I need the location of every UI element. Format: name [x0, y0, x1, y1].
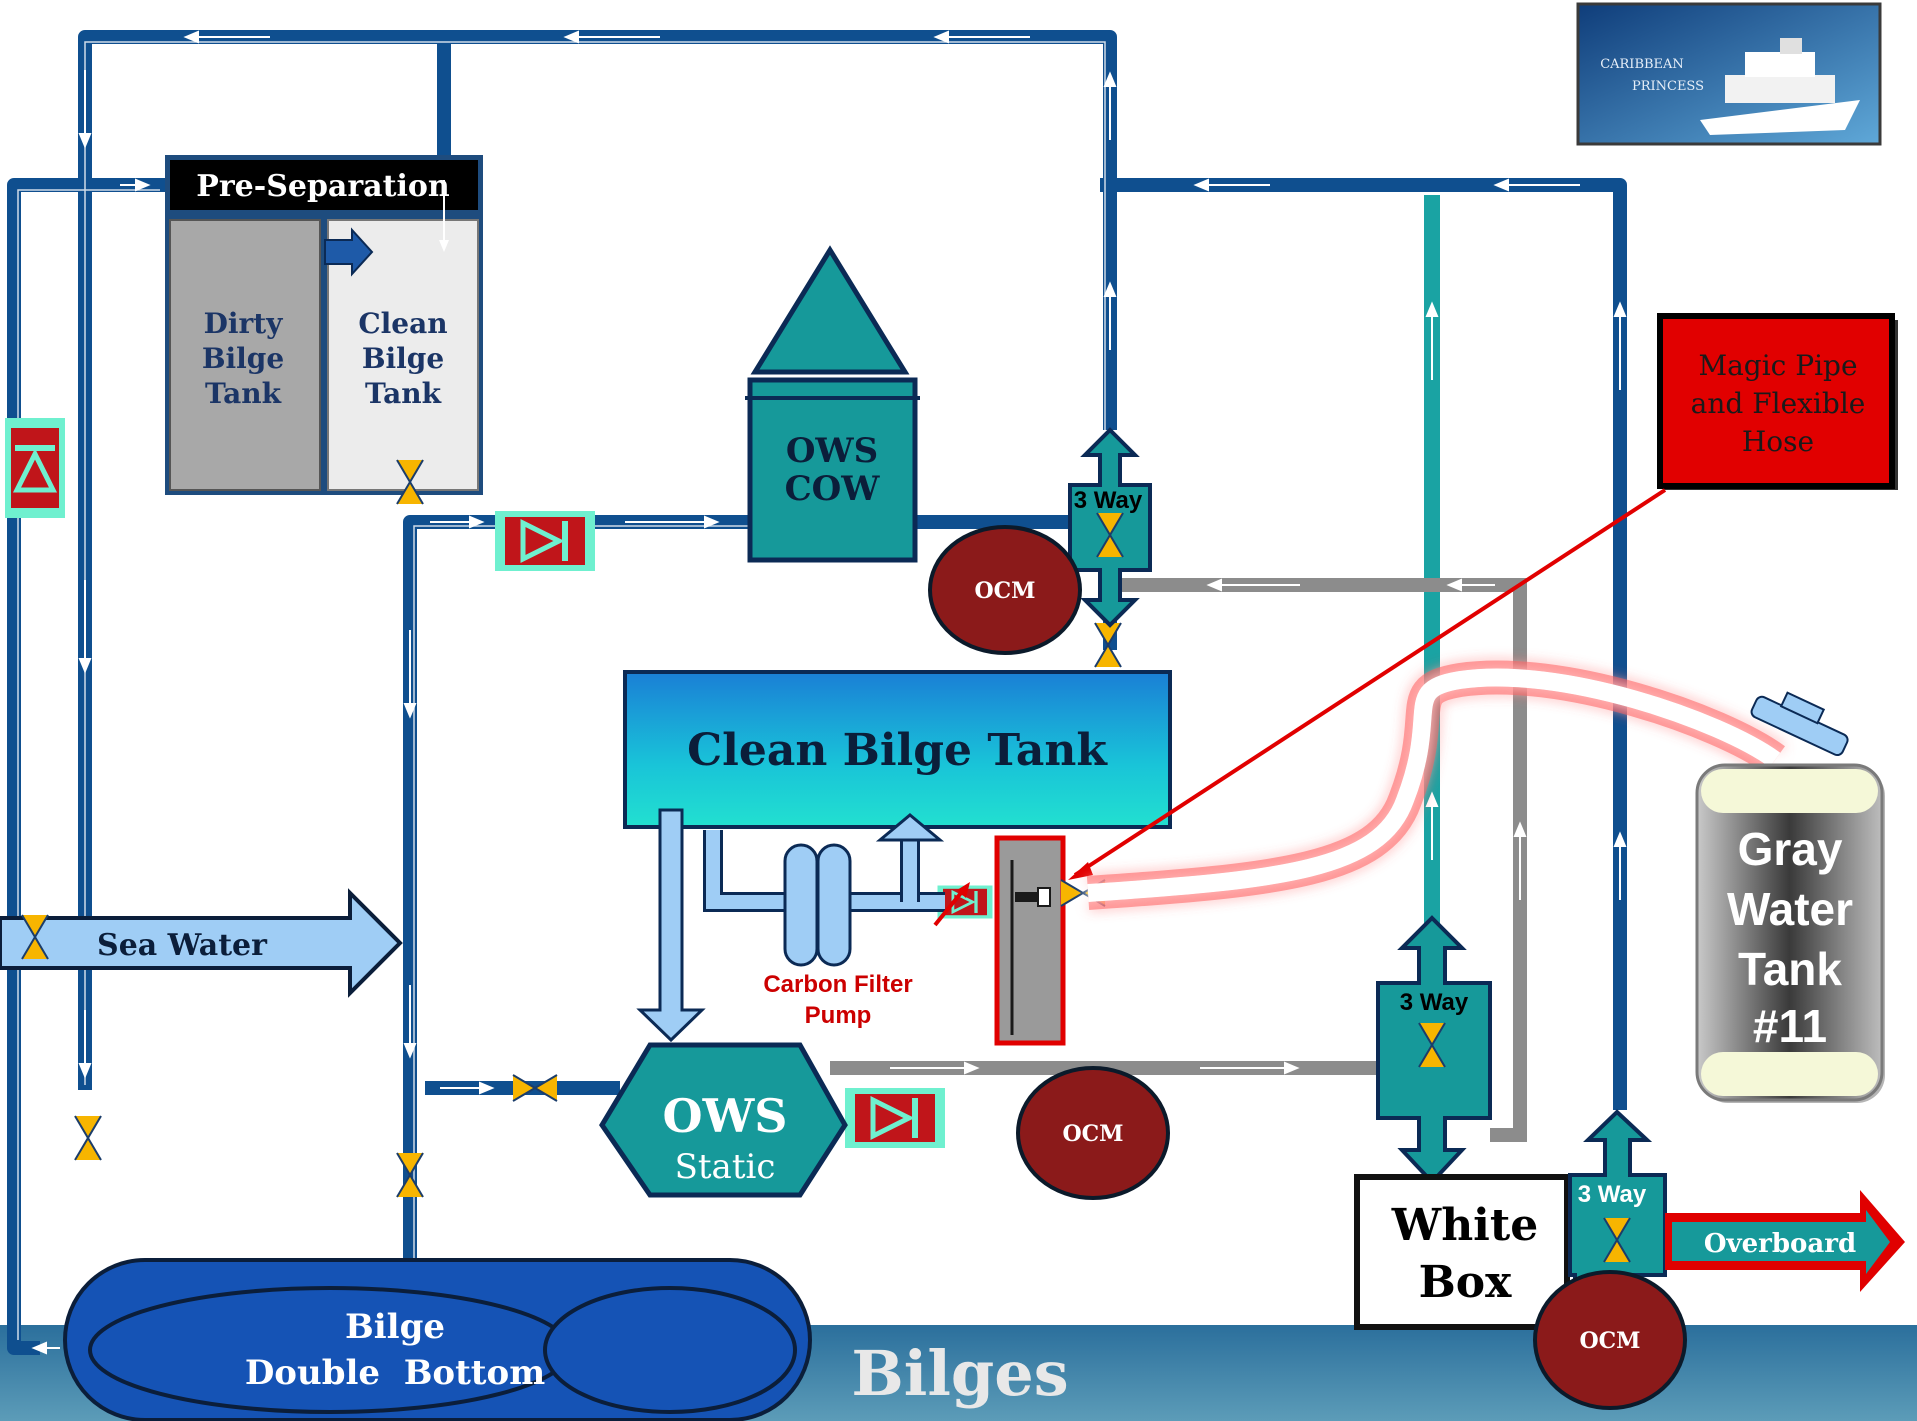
three-way-valve-right[interactable]: 3 Way: [1376, 915, 1492, 1185]
overboard-outlet: Overboard: [1665, 1190, 1905, 1292]
ship-icon: [1700, 38, 1860, 135]
bilges-label: Bilges: [851, 1337, 1068, 1410]
callout-pointer: [1073, 488, 1667, 877]
white-box: White Box: [1354, 1174, 1570, 1330]
clean-bilge-tank: Clean Bilge Tank: [623, 670, 1172, 829]
three-way-label: 3 Way: [1400, 989, 1469, 1016]
clean-bilge-tank-label: Clean Bilge Tank: [687, 725, 1108, 776]
three-way-valve-overboard[interactable]: 3 Way: [1568, 1109, 1667, 1282]
flow-arrows: [31, 30, 1627, 1355]
caribbean-princess-logo: CARIBBEAN PRINCESS: [1576, 2, 1882, 146]
magic-pipe-line1: Magic Pipe: [1698, 349, 1857, 382]
ocm-middle: OCM: [1016, 1066, 1170, 1200]
bilge-double-bottom: Bilge Double Bottom: [63, 1258, 812, 1421]
sea-water-label: Sea Water: [97, 928, 268, 963]
gray-water-line2: Water: [1727, 883, 1853, 935]
ocm-label: OCM: [1062, 1121, 1123, 1147]
logo-line2: PRINCESS: [1632, 79, 1704, 94]
flexible-hose: [1086, 660, 1785, 910]
magic-pipe-line2: and Flexible: [1691, 387, 1866, 420]
valve-icon[interactable]: [1094, 622, 1122, 668]
gray-water-line4: #11: [1753, 1000, 1827, 1052]
clean-tank-line2: Bilge: [362, 342, 444, 375]
carbon-filter-label-line2: Pump: [805, 1002, 872, 1029]
bilge-line1: Bilge: [345, 1307, 445, 1347]
ows-cow-unit: OWS COW: [745, 245, 920, 563]
gray-water-line1: Gray: [1738, 823, 1843, 875]
ocm-top: OCM: [928, 525, 1082, 655]
overboard-label: Overboard: [1704, 1229, 1856, 1259]
hose-ship-icon: [1750, 691, 1849, 757]
white-box-line1: White: [1391, 1200, 1538, 1251]
magic-pipe-device: [994, 835, 1066, 1046]
carbon-filter-icon: [783, 843, 819, 967]
ocm-label: OCM: [1579, 1328, 1640, 1354]
pre-separation-title: Pre-Separation: [196, 169, 450, 204]
ows-static-line2: Static: [675, 1147, 776, 1187]
three-way-label: 3 Way: [1074, 487, 1143, 514]
dirty-tank-line1: Dirty: [204, 307, 284, 340]
ocm-label: OCM: [974, 578, 1035, 604]
valve-icon[interactable]: [512, 1074, 558, 1102]
dirty-tank-line3: Tank: [205, 377, 282, 410]
ows-static-line1: OWS: [663, 1089, 788, 1143]
ocm-bottom: OCM: [1533, 1270, 1687, 1410]
transfer-arrow-icon: [324, 227, 374, 277]
logo-line1: CARIBBEAN: [1600, 57, 1684, 72]
pump-icon[interactable]: [495, 511, 595, 571]
carbon-filter-assembly: Carbon Filter Pump: [636, 808, 970, 1043]
clean-tank-line1: Clean: [358, 307, 447, 340]
gray-water-line3: Tank: [1738, 943, 1842, 995]
ows-cow-line1: OWS: [786, 431, 878, 471]
three-way-label: 3 Way: [1578, 1181, 1647, 1208]
sea-water-inlet: Sea Water: [0, 888, 403, 998]
dirty-bilge-tank: [169, 219, 321, 491]
white-box-line2: Box: [1419, 1257, 1513, 1308]
valve-icon[interactable]: [396, 1152, 424, 1198]
gray-water-tank: Gray Water Tank #11: [1695, 763, 1885, 1103]
dirty-tank-line2: Bilge: [202, 342, 284, 375]
magic-pipe-line3: Hose: [1742, 425, 1814, 458]
carbon-filter-label-line1: Carbon Filter: [763, 971, 912, 998]
clean-tank-line3: Tank: [365, 377, 442, 410]
magic-pipe-callout: Magic Pipe and Flexible Hose: [1657, 313, 1898, 490]
ows-static-unit: OWS Static: [599, 1042, 848, 1198]
pump-icon[interactable]: [5, 418, 65, 518]
pump-icon[interactable]: [845, 1088, 945, 1148]
valve-icon[interactable]: [74, 1115, 102, 1161]
three-way-valve-top[interactable]: 3 Way: [1068, 427, 1152, 628]
bilge-line2: Double Bottom: [245, 1353, 545, 1393]
ows-cow-line2: COW: [785, 469, 881, 509]
pre-separation-unit: Pre-Separation Dirty Bilge Tank Clean Bi…: [165, 155, 483, 495]
